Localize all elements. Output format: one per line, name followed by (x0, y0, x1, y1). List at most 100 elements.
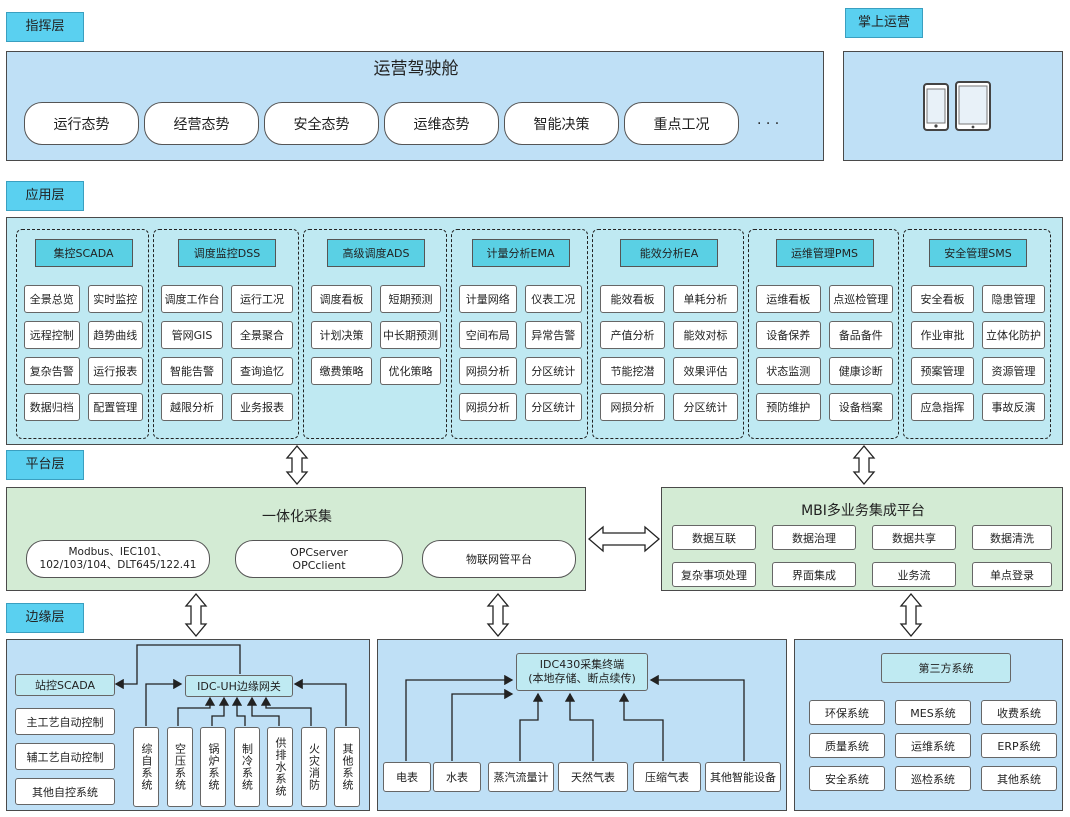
tablet-icon (955, 81, 991, 131)
module-item-0-1: 实时监控 (87, 285, 143, 313)
module-item-6-7: 事故反演 (982, 393, 1045, 421)
mbi-title: MBI多业务集成平台 (801, 503, 925, 519)
device-item-4: 压缩气表 (633, 762, 701, 792)
cockpit-item-4: 智能决策 (504, 102, 619, 145)
mbi-item-6: 业务流 (872, 562, 956, 587)
cockpit-item-0: 运行态势 (24, 102, 139, 145)
opc-server: OPCserver (290, 546, 348, 559)
layer-tag-mobile: 掌上运营 (845, 8, 923, 38)
module-item-0-0: 全景总览 (24, 285, 80, 313)
module-item-6-2: 作业审批 (911, 321, 974, 349)
collect-panel: 一体化采集 Modbus、IEC101、102/103/104、DLT645/1… (6, 487, 586, 591)
control-item-2: 其他自控系统 (15, 778, 115, 805)
module-item-4-7: 分区统计 (673, 393, 738, 421)
module-item-1-7: 业务报表 (231, 393, 293, 421)
module-item-4-6: 网损分析 (600, 393, 665, 421)
module-title-0: 集控SCADA (34, 239, 133, 267)
mbi-item-0: 数据互联 (672, 525, 756, 550)
third-party-title: 第三方系统 (881, 653, 1011, 683)
mbi-panel: MBI多业务集成平台 数据互联数据治理数据共享数据清洗复杂事项处理界面集成业务流… (661, 487, 1063, 591)
device-item-0: 电表 (383, 762, 431, 792)
module-item-3-5: 分区统计 (524, 357, 582, 385)
module-item-6-4: 预案管理 (911, 357, 974, 385)
module-item-5-4: 状态监测 (756, 357, 821, 385)
module-item-5-2: 设备保养 (756, 321, 821, 349)
device-item-5: 其他智能设备 (705, 762, 781, 792)
module-item-6-5: 资源管理 (982, 357, 1045, 385)
module-item-5-6: 预防维护 (756, 393, 821, 421)
module-item-2-4: 缴费策略 (311, 357, 372, 385)
module-item-5-3: 备品备件 (828, 321, 893, 349)
device-item-1: 水表 (433, 762, 481, 792)
mbi-item-4: 复杂事项处理 (672, 562, 756, 587)
third-item-5: ERP系统 (981, 733, 1057, 758)
module-item-1-1: 运行工况 (231, 285, 293, 313)
arrow-mbi-edge-right (899, 592, 923, 638)
module-item-2-3: 中长期预测 (380, 321, 441, 349)
module-item-5-1: 点巡检管理 (828, 285, 893, 313)
module-title-6: 安全管理SMS (929, 239, 1027, 267)
module-item-5-7: 设备档案 (828, 393, 893, 421)
cockpit-item-2: 安全态势 (264, 102, 379, 145)
module-item-0-5: 运行报表 (87, 357, 143, 385)
module-item-3-3: 异常告警 (524, 321, 582, 349)
terminal-box: IDC430采集终端 (本地存储、断点续传) (516, 653, 648, 691)
device-item-3: 天然气表 (558, 762, 628, 792)
terminal-subtitle: (本地存储、断点续传) (528, 672, 636, 685)
module-item-4-5: 效果评估 (673, 357, 738, 385)
module-title-2: 高级调度ADS (327, 239, 425, 267)
third-item-2: 收费系统 (981, 700, 1057, 725)
module-item-3-7: 分区统计 (524, 393, 582, 421)
module-item-1-6: 越限分析 (161, 393, 223, 421)
module-item-4-0: 能效看板 (600, 285, 665, 313)
third-item-8: 其他系统 (981, 766, 1057, 791)
module-item-3-6: 网损分析 (459, 393, 517, 421)
module-title-5: 运维管理PMS (775, 239, 874, 267)
third-item-3: 质量系统 (809, 733, 885, 758)
arrow-app-mbi (852, 444, 876, 486)
module-title-4: 能效分析EA (620, 239, 718, 267)
edge-system-6: 其他系统 (334, 727, 360, 807)
module-item-3-4: 网损分析 (459, 357, 517, 385)
cockpit-title: 运营驾驶舱 (373, 59, 459, 79)
module-item-1-0: 调度工作台 (161, 285, 223, 313)
cockpit-item-1: 经营态势 (144, 102, 259, 145)
module-item-0-4: 复杂告警 (24, 357, 80, 385)
module-item-6-1: 隐患管理 (982, 285, 1045, 313)
module-item-4-4: 节能挖潜 (600, 357, 665, 385)
edge-system-0: 综自系统 (133, 727, 159, 807)
mbi-item-1: 数据治理 (772, 525, 856, 550)
edge-mid-panel: IDC430采集终端 (本地存储、断点续传) 电表水表蒸汽流量计天然气表压缩气表… (377, 639, 787, 811)
arrow-collect-edge-mid (486, 592, 510, 638)
layer-tag-command: 指挥层 (6, 12, 84, 42)
module-item-2-2: 计划决策 (311, 321, 372, 349)
module-item-4-2: 产值分析 (600, 321, 665, 349)
module-item-2-0: 调度看板 (311, 285, 372, 313)
module-item-6-6: 应急指挥 (911, 393, 974, 421)
module-item-6-3: 立体化防护 (982, 321, 1045, 349)
edge-system-2: 锅炉系统 (200, 727, 226, 807)
module-item-4-1: 单耗分析 (673, 285, 738, 313)
module-item-0-6: 数据归档 (24, 393, 80, 421)
cockpit-more: · · · (757, 116, 780, 132)
module-item-1-2: 管网GIS (161, 321, 223, 349)
cockpit-item-5: 重点工况 (624, 102, 739, 145)
terminal-title: IDC430采集终端 (539, 658, 625, 671)
mbi-item-2: 数据共享 (872, 525, 956, 550)
mbi-item-3: 数据清洗 (972, 525, 1052, 550)
module-item-2-1: 短期预测 (380, 285, 441, 313)
cockpit-item-3: 运维态势 (384, 102, 499, 145)
third-item-4: 运维系统 (895, 733, 971, 758)
control-item-1: 辅工艺自动控制 (15, 743, 115, 770)
module-item-3-2: 空间布局 (459, 321, 517, 349)
third-item-0: 环保系统 (809, 700, 885, 725)
module-item-1-3: 全景聚合 (231, 321, 293, 349)
